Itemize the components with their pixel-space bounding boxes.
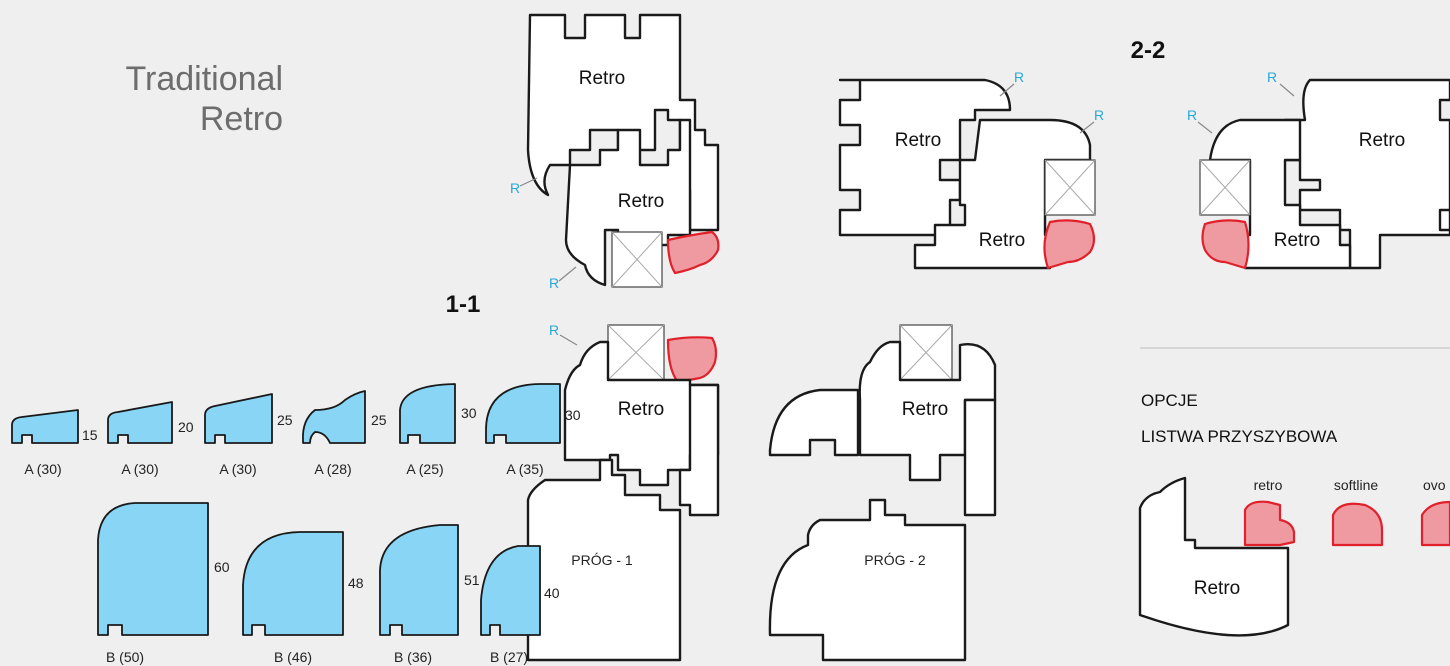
option-label-softline: softline	[1334, 477, 1379, 493]
options-retro-profile	[1138, 476, 1290, 637]
lower-frame-profile-1	[678, 383, 720, 517]
title-line1: Traditional	[126, 60, 283, 98]
radius-arrow	[519, 177, 538, 187]
bead-value: 25	[371, 412, 387, 428]
threshold-label-1: PRÓG - 1	[571, 552, 633, 568]
bead-a5	[399, 383, 456, 444]
title-line2: Retro	[200, 100, 283, 138]
bead-a3	[204, 393, 273, 444]
option-softline-gasket	[1331, 502, 1384, 547]
section22-frame-left	[838, 78, 1012, 237]
bead-b2	[242, 531, 344, 636]
profile-label-sash-lower: Retro	[618, 399, 664, 420]
bead-label: A (30)	[219, 461, 256, 477]
bead-value: 30	[461, 405, 477, 421]
section22-gasket-right	[1201, 219, 1250, 270]
radius-arrow	[1197, 121, 1213, 134]
radius-arrow	[1079, 121, 1095, 134]
radius-arrow	[558, 266, 577, 282]
bead-label: B (50)	[106, 649, 144, 665]
bead-b3	[379, 524, 459, 636]
section-11-upper: Retro Retro R R	[510, 13, 720, 291]
lower-sash-profile-2	[858, 340, 997, 482]
section22-frame-right	[1283, 78, 1450, 270]
section-11-lower: Retro PRÓG - 1 R	[526, 322, 720, 662]
section-22-left: Retro Retro R R	[838, 69, 1104, 270]
bead-label: A (28)	[314, 461, 351, 477]
radius-mark: R	[549, 275, 559, 291]
lower-gasket-1	[666, 336, 718, 384]
bead-label: B (36)	[394, 649, 432, 665]
bead-label: A (30)	[121, 461, 158, 477]
options-subheading: LISTWA PRZYSZYBOWA	[1141, 427, 1338, 446]
option-ovo-gasket	[1420, 500, 1450, 547]
bead-value: 40	[544, 585, 560, 601]
radius-mark: R	[1267, 69, 1277, 85]
radius-mark: R	[510, 180, 520, 196]
bead-a1	[11, 409, 79, 444]
section-22-right: Retro Retro R R	[1187, 69, 1450, 270]
lower-glass-hatch-2	[899, 324, 953, 381]
upper-gasket	[666, 230, 720, 275]
options-heading: OPCJE	[1141, 391, 1198, 410]
lower-frame-profile-2	[963, 398, 997, 517]
radius-mark: R	[549, 322, 559, 338]
bead-value: 30	[565, 407, 581, 423]
bead-row-b: 60 B (50) 48 B (46) 51 B (36) 40 B (27)	[97, 502, 560, 665]
profile-label-frame-upper: Retro	[579, 68, 625, 89]
bead-b1	[97, 502, 209, 636]
radius-mark: R	[1094, 107, 1104, 123]
upper-glass-hatch	[611, 231, 663, 288]
bead-b4	[480, 545, 541, 636]
section22-label-sash-right: Retro	[1274, 230, 1320, 251]
bead-label: A (25)	[406, 461, 443, 477]
radius-mark: R	[1187, 107, 1197, 123]
bead-value: 48	[348, 575, 364, 591]
threshold-label-2: PRÓG - 2	[864, 552, 926, 568]
radius-arrow	[1279, 83, 1295, 97]
section22-label-sash-left: Retro	[979, 230, 1025, 251]
bead-value: 60	[214, 559, 230, 575]
section-title-11: 1-1	[446, 291, 481, 318]
option-label-retro: retro	[1254, 477, 1283, 493]
section22-gasket-left	[1043, 219, 1096, 270]
radius-arrow	[999, 83, 1015, 97]
section-title-22: 2-2	[1131, 37, 1166, 64]
bead-value: 20	[178, 419, 194, 435]
bead-label: A (30)	[24, 461, 61, 477]
lower-glass-hatch-1	[607, 324, 665, 381]
radius-mark: R	[1014, 69, 1024, 85]
bead-a4	[302, 390, 366, 444]
bead-row-a: 15 A (30) 20 A (30) 25 A (30) 25 A (28) …	[11, 383, 581, 477]
profile-label-variant: Retro	[902, 399, 948, 420]
bead-value: 51	[464, 572, 480, 588]
bead-options: retro softline ovo	[1243, 477, 1450, 547]
bead-a2	[107, 401, 173, 444]
bead-value: 25	[277, 412, 293, 428]
bead-value: 15	[82, 427, 98, 443]
bead-profile-variant	[768, 388, 860, 457]
radius-arrow	[559, 334, 578, 346]
option-retro-gasket	[1243, 500, 1296, 547]
section22-glass-hatch-left	[1044, 159, 1096, 216]
section22-glass-hatch-right	[1199, 159, 1251, 216]
section-11-variant-2: Retro PRÓG - 2	[768, 324, 997, 662]
option-label-ovo: ovo	[1423, 477, 1446, 493]
profile-label-sash-upper: Retro	[618, 191, 664, 212]
bead-label: B (27)	[490, 649, 528, 665]
threshold-profile-2	[768, 498, 967, 662]
section22-label-frame-right: Retro	[1359, 130, 1405, 151]
threshold-profile-1	[526, 458, 682, 662]
bead-label: A (35)	[506, 461, 543, 477]
bead-a6	[485, 383, 561, 444]
options-profile-label: Retro	[1194, 578, 1240, 599]
bead-label: B (46)	[274, 649, 312, 665]
section22-label-frame-left: Retro	[895, 130, 941, 151]
